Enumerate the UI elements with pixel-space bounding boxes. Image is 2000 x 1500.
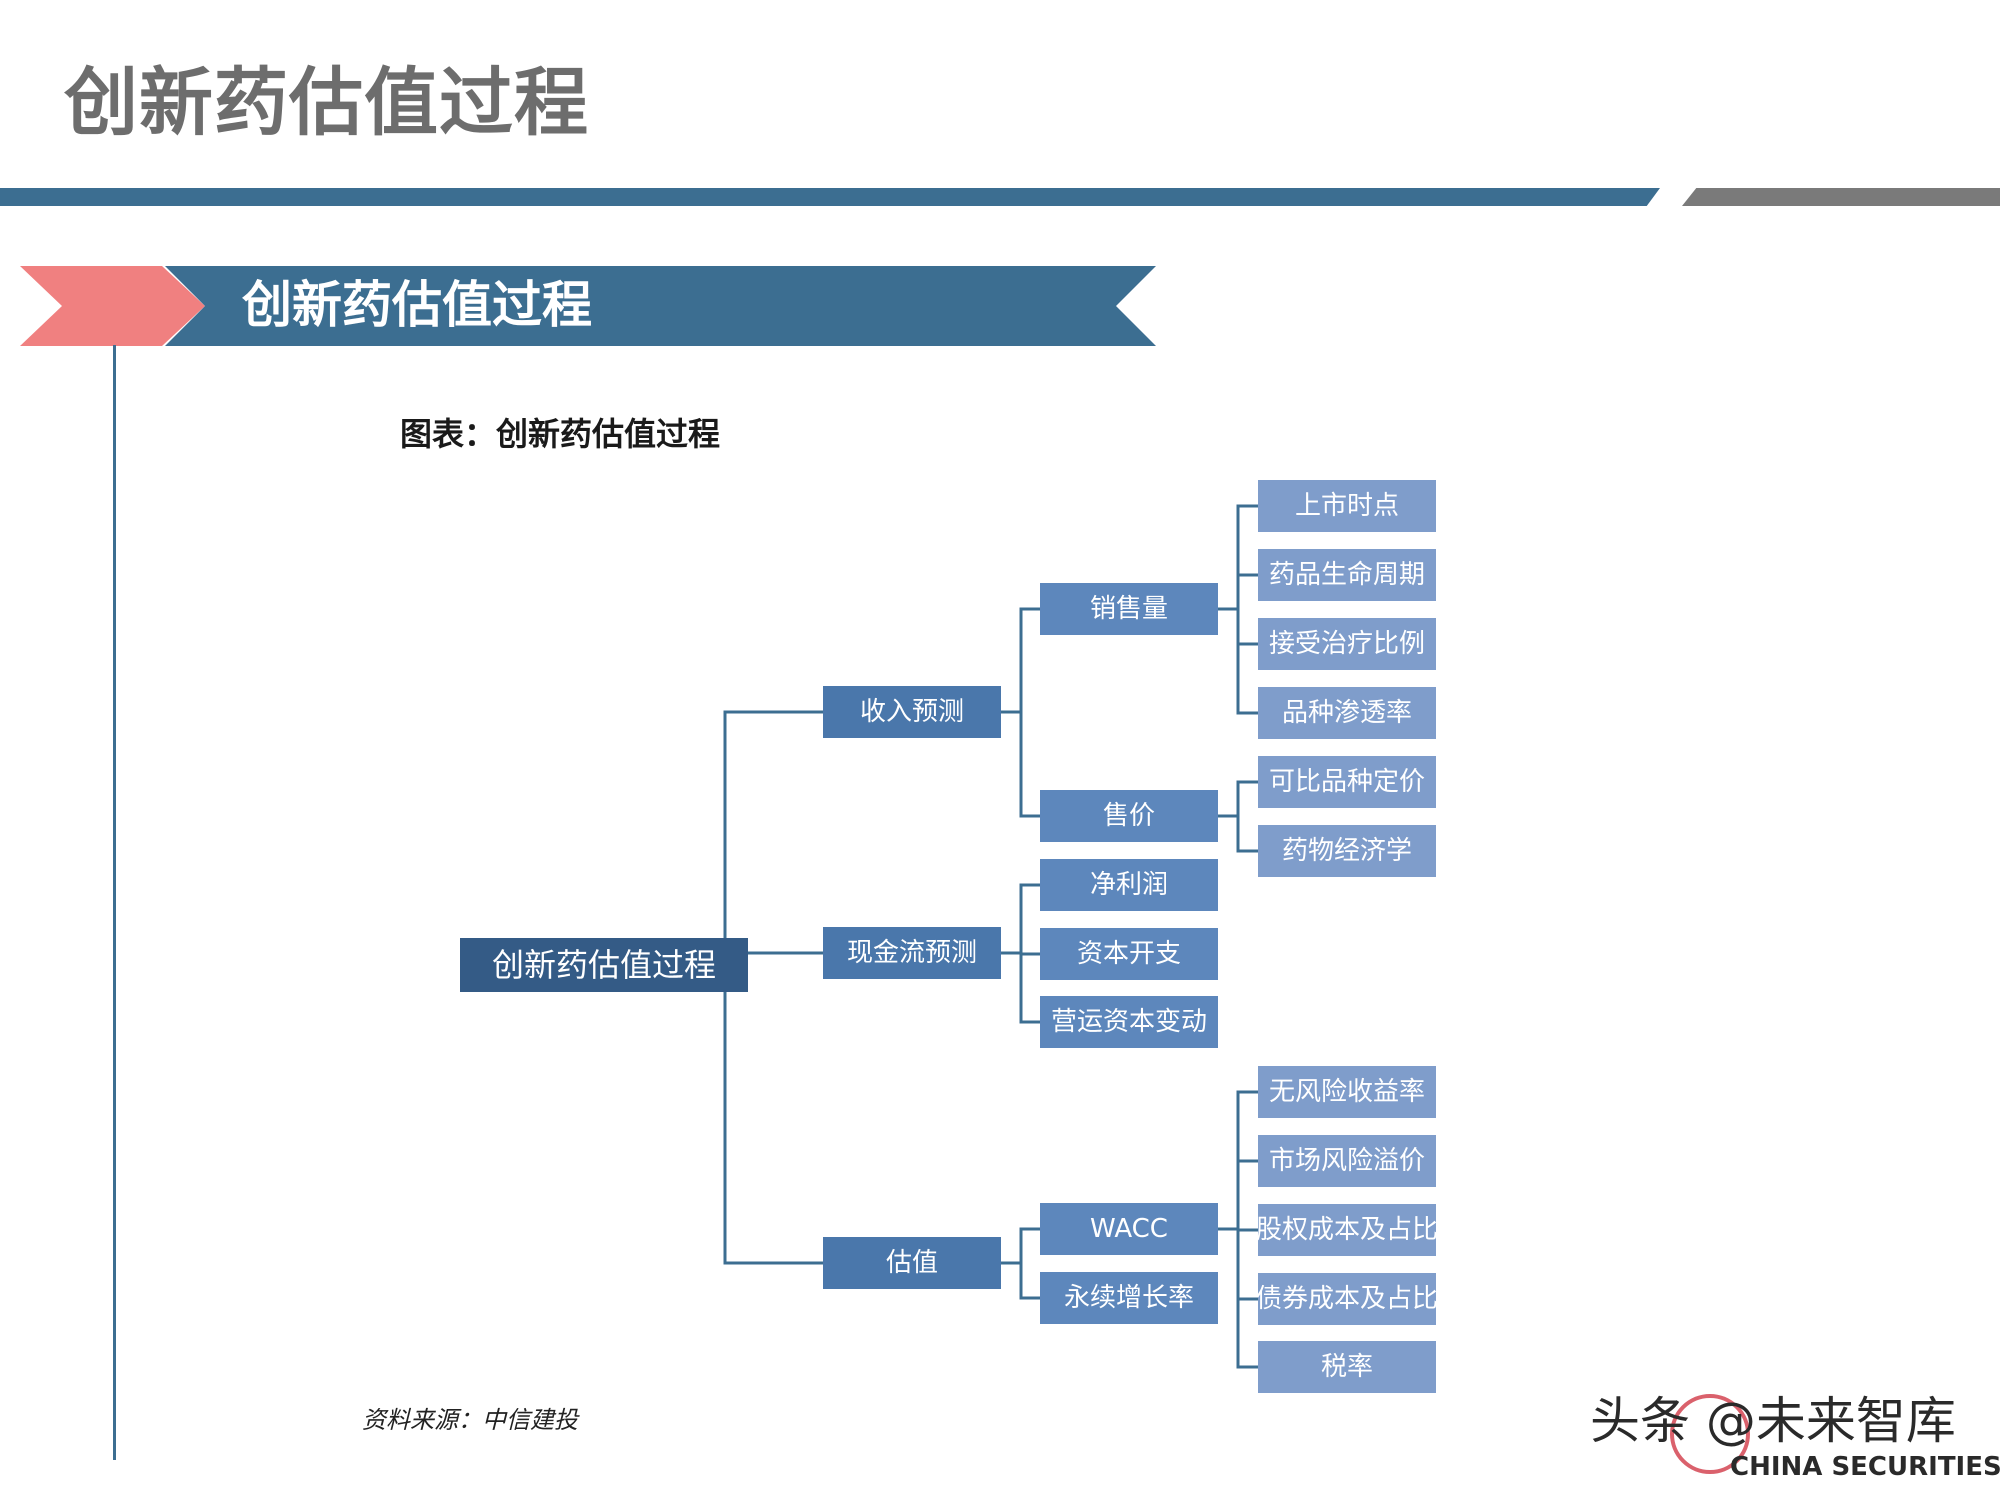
node-pharmacoeconomics: 药物经济学 bbox=[1258, 825, 1436, 877]
header-bar bbox=[0, 188, 1660, 206]
watermark: 头条 @未来智库 CHINA SECURITIES bbox=[1590, 1392, 2000, 1500]
banner-arrow bbox=[20, 266, 205, 346]
node-debt-cost: 债券成本及占比 bbox=[1256, 1273, 1438, 1325]
node-perpetual-growth: 永续增长率 bbox=[1040, 1272, 1218, 1324]
watermark-text: 头条 @未来智库 bbox=[1590, 1392, 1956, 1450]
left-rule bbox=[113, 345, 116, 1460]
root-node: 创新药估值过程 bbox=[460, 938, 748, 992]
node-treatment-ratio: 接受治疗比例 bbox=[1258, 618, 1436, 670]
connector-root-revenue bbox=[723, 710, 823, 938]
watermark-subtext: CHINA SECURITIES bbox=[1730, 1452, 2000, 1482]
node-launch-timing: 上市时点 bbox=[1258, 480, 1436, 532]
node-valuation: 估值 bbox=[823, 1237, 1001, 1289]
node-comparable-pricing: 可比品种定价 bbox=[1258, 756, 1436, 808]
node-capex: 资本开支 bbox=[1040, 928, 1218, 980]
connector-root-valuation bbox=[723, 992, 823, 1265]
node-price: 售价 bbox=[1040, 790, 1218, 842]
node-cashflow-forecast: 现金流预测 bbox=[823, 927, 1001, 979]
page-title: 创新药估值过程 bbox=[64, 60, 589, 146]
node-equity-cost: 股权成本及占比 bbox=[1256, 1204, 1438, 1256]
banner-title: 创新药估值过程 bbox=[242, 276, 592, 334]
node-net-profit: 净利润 bbox=[1040, 859, 1218, 911]
node-tax-rate: 税率 bbox=[1258, 1341, 1436, 1393]
node-sales-volume: 销售量 bbox=[1040, 583, 1218, 635]
section-banner bbox=[20, 266, 1156, 346]
node-working-capital-change: 营运资本变动 bbox=[1040, 996, 1218, 1048]
connector-valuation-children bbox=[1019, 1227, 1040, 1300]
header-bar-accent bbox=[1682, 188, 2000, 206]
banner-ribbon bbox=[165, 266, 1156, 346]
connector-price-children bbox=[1236, 780, 1258, 853]
node-wacc: WACC bbox=[1040, 1203, 1218, 1255]
connector-sales-children bbox=[1236, 504, 1258, 715]
node-risk-free-rate: 无风险收益率 bbox=[1258, 1066, 1436, 1118]
figure-label: 图表：创新药估值过程 bbox=[400, 415, 721, 453]
node-penetration-rate: 品种渗透率 bbox=[1258, 687, 1436, 739]
connector-revenue-children bbox=[1019, 607, 1040, 818]
watermark-seal-icon bbox=[1670, 1394, 1750, 1474]
figure-source: 资料来源：中信建投 bbox=[362, 1406, 578, 1434]
node-revenue-forecast: 收入预测 bbox=[823, 686, 1001, 738]
node-market-risk-premium: 市场风险溢价 bbox=[1258, 1135, 1436, 1187]
node-drug-lifecycle: 药品生命周期 bbox=[1258, 549, 1436, 601]
